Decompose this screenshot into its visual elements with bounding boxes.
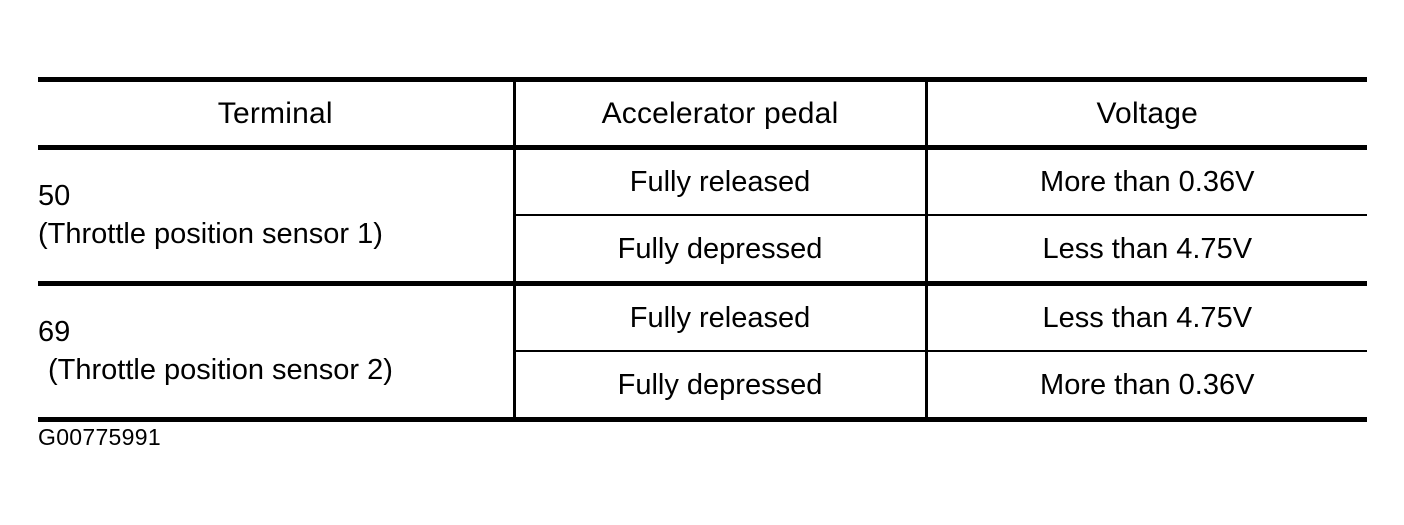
terminal-description: (Throttle position sensor 1) — [38, 217, 383, 250]
table-header-row: Terminal Accelerator pedal Voltage — [38, 77, 1367, 150]
terminal-number: 69 — [38, 316, 71, 349]
table-row: 69 (Throttle position sensor 2) Fully re… — [38, 283, 1367, 422]
terminal-cell-group-1: 50 (Throttle position sensor 1) — [38, 147, 514, 286]
column-header-voltage: Voltage — [924, 77, 1367, 150]
terminal-description: (Throttle position sensor 2) — [48, 353, 393, 386]
pedal-state-cell: Fully depressed — [512, 351, 926, 422]
figure-caption: G00775991 — [38, 424, 161, 450]
voltage-value-cell: More than 0.36V — [924, 351, 1367, 422]
voltage-value-cell: Less than 4.75V — [924, 283, 1367, 352]
column-header-accelerator-pedal: Accelerator pedal — [512, 77, 926, 150]
voltage-value-cell: More than 0.36V — [924, 147, 1367, 216]
terminal-voltage-table: Terminal Accelerator pedal Voltage 50 (T… — [38, 77, 1367, 422]
terminal-number: 50 — [38, 180, 71, 213]
terminal-cell-group-2: 69 (Throttle position sensor 2) — [38, 283, 514, 422]
pedal-state-cell: Fully depressed — [512, 215, 926, 286]
table-row: Fully depressed More than 0.36V — [38, 351, 1367, 422]
pedal-state-cell: Fully released — [512, 147, 926, 216]
column-header-terminal: Terminal — [38, 77, 514, 150]
table-row: 50 (Throttle position sensor 1) Fully re… — [38, 147, 1367, 286]
voltage-value-cell: Less than 4.75V — [924, 215, 1367, 286]
table-row: Fully depressed Less than 4.75V — [38, 215, 1367, 286]
pedal-state-cell: Fully released — [512, 283, 926, 352]
